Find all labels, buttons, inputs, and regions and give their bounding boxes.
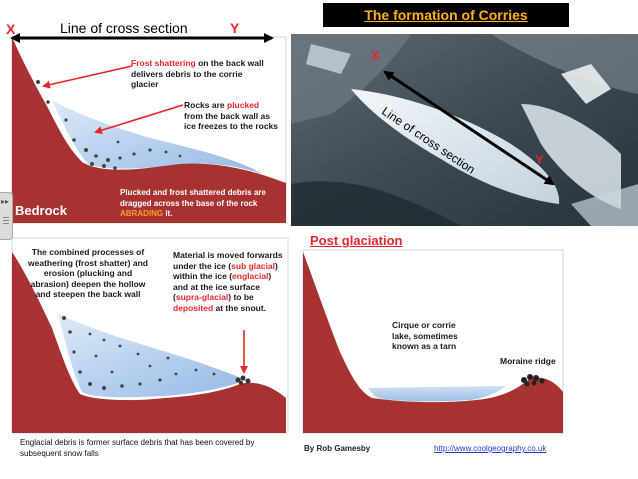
aerial-photo-image — [291, 34, 638, 226]
pluck-arrow — [94, 104, 184, 135]
bedrock-shape-2 — [12, 252, 286, 433]
author-credit: By Rob Gamesby — [304, 444, 371, 453]
photo-x-label: X — [371, 48, 380, 63]
glacier-shape-2 — [58, 314, 246, 398]
tarn-lake — [368, 386, 506, 402]
photo-y-label: Y — [535, 152, 544, 167]
grip-line-icon — [3, 220, 9, 221]
post-glaciation-title: Post glaciation — [310, 233, 403, 248]
website-link[interactable]: http://www.coolgeography.co.uk — [434, 444, 547, 453]
debris-top — [36, 80, 182, 170]
y-label: Y — [230, 20, 240, 36]
moraine-ridge-shape — [521, 374, 545, 387]
abrasion-label: Plucked and frost shattered debris are d… — [120, 188, 266, 218]
bedrock-shape — [12, 37, 286, 223]
side-drag-handle[interactable]: ▸▸ — [0, 192, 13, 240]
cirque-lake-label: Cirque or corrie lake, sometimes known a… — [392, 320, 458, 351]
page-title: The formation of Corries — [364, 7, 528, 23]
title-banner: The formation of Corries — [323, 3, 569, 27]
cross-section-label: Line of cross section — [60, 20, 188, 36]
englacial-note: Englacial debris is former surface debri… — [20, 438, 255, 458]
snout-debris — [235, 375, 251, 385]
frost-arrow — [42, 65, 133, 89]
plucking-label: Rocks are plucked from the back wall as … — [184, 100, 279, 131]
grip-line-icon — [3, 217, 9, 218]
bedrock-shape-3 — [303, 252, 563, 433]
x-label: X — [6, 21, 16, 37]
moraine-ridge-label: Moraine ridge — [500, 356, 556, 366]
debris-bottom — [62, 316, 216, 390]
grip-line-icon — [3, 223, 9, 224]
combined-processes-label: The combined processes of weathering (fr… — [28, 247, 148, 299]
chevron-right-icon: ▸▸ — [1, 197, 10, 206]
frost-shattering-label: Frost shattering on the back wall delive… — [131, 58, 264, 89]
bedrock-label: Bedrock — [15, 203, 68, 218]
corrie-glacier-shape — [52, 100, 262, 174]
aerial-photo: X Y Line of cross section — [291, 34, 638, 226]
material-movement-label: Material is moved forwards under the ice… — [173, 250, 283, 313]
